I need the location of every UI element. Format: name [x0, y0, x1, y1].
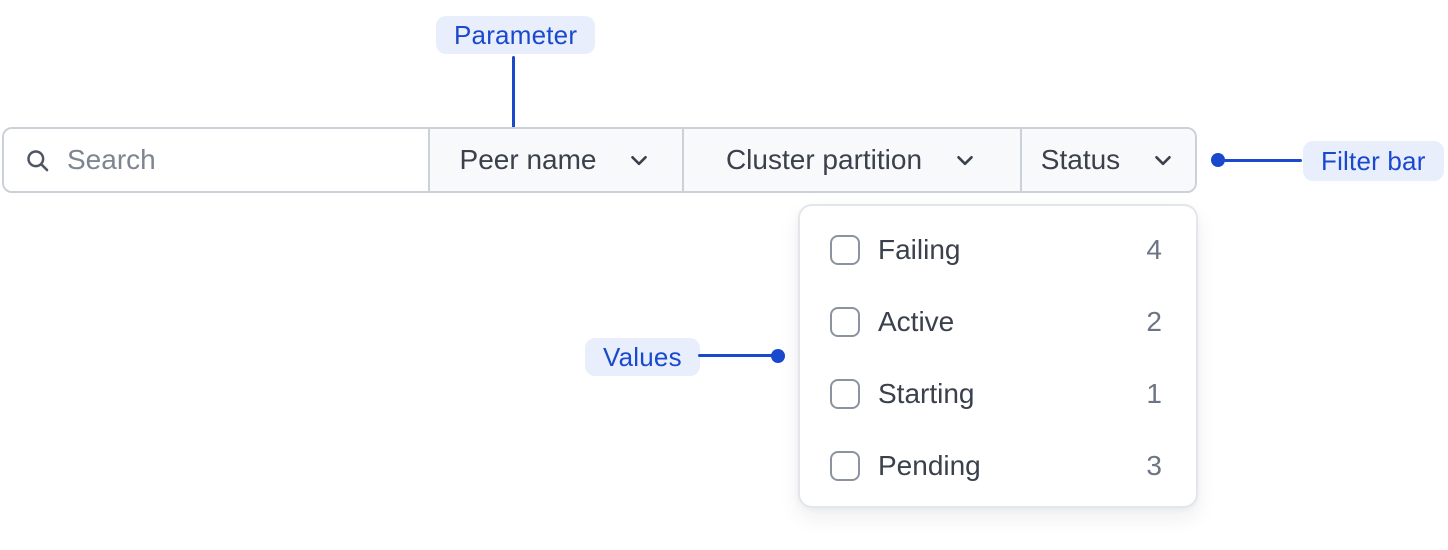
- values-connector-line: [698, 354, 780, 357]
- filter-bar: Peer name Cluster partition Status: [2, 127, 1197, 193]
- option-count: 4: [1146, 234, 1162, 265]
- filter-bar-connector-line: [1224, 159, 1302, 162]
- option-label: Pending: [878, 450, 981, 481]
- option-label: Failing: [878, 234, 961, 265]
- search-input[interactable]: [67, 144, 428, 176]
- chevron-down-icon: [626, 147, 652, 173]
- chevron-down-icon: [1150, 147, 1176, 173]
- cluster-partition-dropdown[interactable]: Cluster partition: [682, 129, 1020, 191]
- checkbox-pending[interactable]: [830, 451, 860, 481]
- cluster-partition-dropdown-label: Cluster partition: [725, 144, 923, 175]
- checkbox-active[interactable]: [830, 307, 860, 337]
- status-dropdown-label: Status: [1040, 144, 1121, 175]
- option-count: 2: [1146, 306, 1162, 337]
- option-label: Starting: [878, 378, 975, 409]
- values-connector-dot: [771, 349, 785, 363]
- filter-bar-annotation-badge: Filter bar: [1303, 141, 1444, 181]
- parameter-annotation-badge: Parameter: [436, 16, 596, 54]
- checkbox-failing[interactable]: [830, 235, 860, 265]
- filter-bar-connector-dot: [1211, 153, 1225, 167]
- status-dropdown[interactable]: Status: [1020, 129, 1195, 191]
- chevron-down-icon: [952, 147, 978, 173]
- search-icon: [24, 147, 51, 174]
- status-option-starting[interactable]: Starting 1: [800, 358, 1196, 430]
- status-dropdown-menu: Failing 4 Active 2 Starting 1 Pending 3: [798, 204, 1198, 508]
- peer-name-dropdown[interactable]: Peer name: [428, 129, 682, 191]
- peer-name-dropdown-label: Peer name: [459, 144, 597, 175]
- status-option-active[interactable]: Active 2: [800, 286, 1196, 358]
- status-option-failing[interactable]: Failing 4: [800, 214, 1196, 286]
- checkbox-starting[interactable]: [830, 379, 860, 409]
- option-label: Active: [878, 306, 955, 337]
- option-count: 3: [1146, 450, 1162, 481]
- status-option-pending[interactable]: Pending 3: [800, 430, 1196, 502]
- search-section: [4, 129, 428, 191]
- values-annotation-badge: Values: [585, 338, 700, 376]
- option-count: 1: [1146, 378, 1162, 409]
- parameter-connector-line: [512, 56, 515, 134]
